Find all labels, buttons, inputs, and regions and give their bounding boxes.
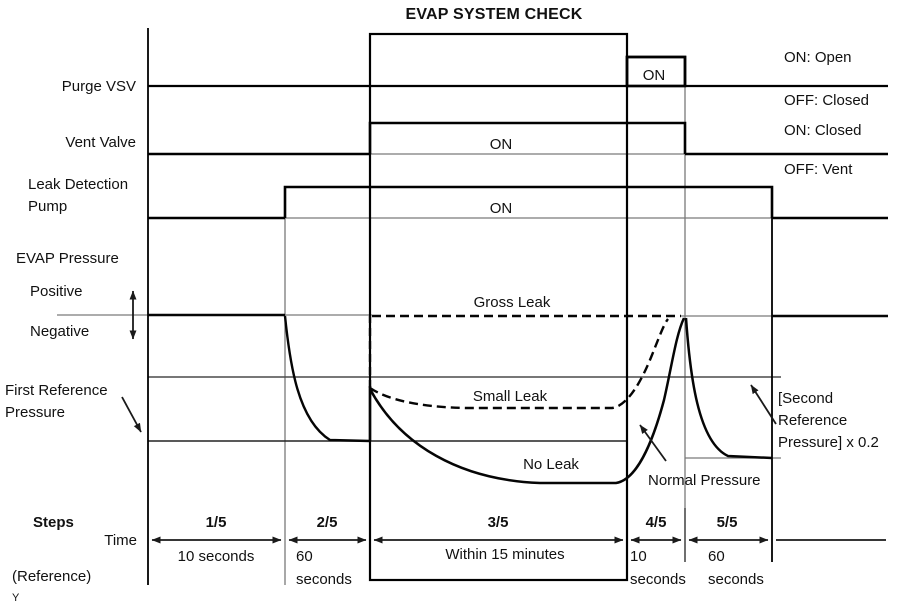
step-2-id: 2/5 bbox=[317, 514, 338, 531]
annotation-arrows bbox=[121, 290, 777, 462]
purge-vsv-label: Purge VSV bbox=[62, 78, 136, 95]
first-reference-label-line1: First Reference bbox=[5, 382, 108, 399]
leak-detection-pump-label-line1: Leak Detection bbox=[28, 176, 128, 193]
vent-on-label: ON bbox=[490, 136, 513, 153]
footnote-mark: Y bbox=[12, 592, 20, 604]
purge-vsv-trace bbox=[148, 55, 888, 88]
gross-leak-label: Gross Leak bbox=[474, 294, 551, 311]
normal-pressure-arrow bbox=[639, 424, 667, 462]
purge-on-label: ON bbox=[643, 67, 666, 84]
second-reference-curve bbox=[684, 317, 773, 460]
test-window-box bbox=[368, 32, 629, 582]
purge-legend-off: OFF: Closed bbox=[784, 92, 869, 109]
purge-legend-on: ON: Open bbox=[784, 49, 852, 66]
leak-detection-pump-trace bbox=[148, 185, 888, 220]
small-leak-label: Small Leak bbox=[473, 388, 548, 405]
leak-detection-pump-label-line2: Pump bbox=[28, 198, 67, 215]
second-reference-arrow bbox=[750, 384, 777, 425]
positive-label: Positive bbox=[30, 283, 83, 300]
step-3-id: 3/5 bbox=[488, 514, 509, 531]
second-reference-label-line2: Reference bbox=[778, 412, 847, 429]
vent-legend-on: ON: Closed bbox=[784, 122, 862, 139]
step-5-duration-line1: 60 bbox=[708, 548, 725, 565]
second-reference-label-line3: Pressure] x 0.2 bbox=[778, 434, 879, 451]
step-1-id: 1/5 bbox=[206, 514, 227, 531]
steps-label: Steps bbox=[33, 514, 74, 531]
second-reference-label-line1: [Second bbox=[778, 390, 833, 407]
negative-label: Negative bbox=[30, 323, 89, 340]
vent-valve-label: Vent Valve bbox=[65, 134, 136, 151]
step-5-duration-line2: seconds bbox=[708, 571, 764, 588]
reference-label: (Reference) bbox=[12, 568, 91, 585]
pressure-pump-down-curve bbox=[283, 315, 371, 443]
ldp-on-label: ON bbox=[490, 200, 513, 217]
step-4-duration-line2: seconds bbox=[630, 571, 686, 588]
reference-grid bbox=[57, 58, 781, 585]
no-leak-curve bbox=[368, 317, 686, 485]
vent-legend-off: OFF: Vent bbox=[784, 161, 853, 178]
first-reference-arrow bbox=[121, 396, 142, 433]
normal-pressure-label: Normal Pressure bbox=[648, 472, 761, 489]
time-label: Time bbox=[104, 532, 137, 549]
step-5-id: 5/5 bbox=[717, 514, 738, 531]
diagram-title: EVAP SYSTEM CHECK bbox=[405, 6, 582, 23]
step-1-duration: 10 seconds bbox=[178, 548, 255, 565]
step-4-id: 4/5 bbox=[646, 514, 667, 531]
step-4-duration-line1: 10 bbox=[630, 548, 647, 565]
first-reference-label-line2: Pressure bbox=[5, 404, 65, 421]
no-leak-label: No Leak bbox=[523, 456, 579, 473]
step-3-duration: Within 15 minutes bbox=[445, 546, 564, 563]
evap-pressure-label: EVAP Pressure bbox=[16, 250, 119, 267]
step-2-duration-line1: 60 bbox=[296, 548, 313, 565]
evap-pressure-traces bbox=[148, 313, 888, 485]
vent-valve-trace bbox=[148, 121, 888, 156]
axis-and-boundaries bbox=[147, 28, 773, 585]
step-2-duration-line2: seconds bbox=[296, 571, 352, 588]
